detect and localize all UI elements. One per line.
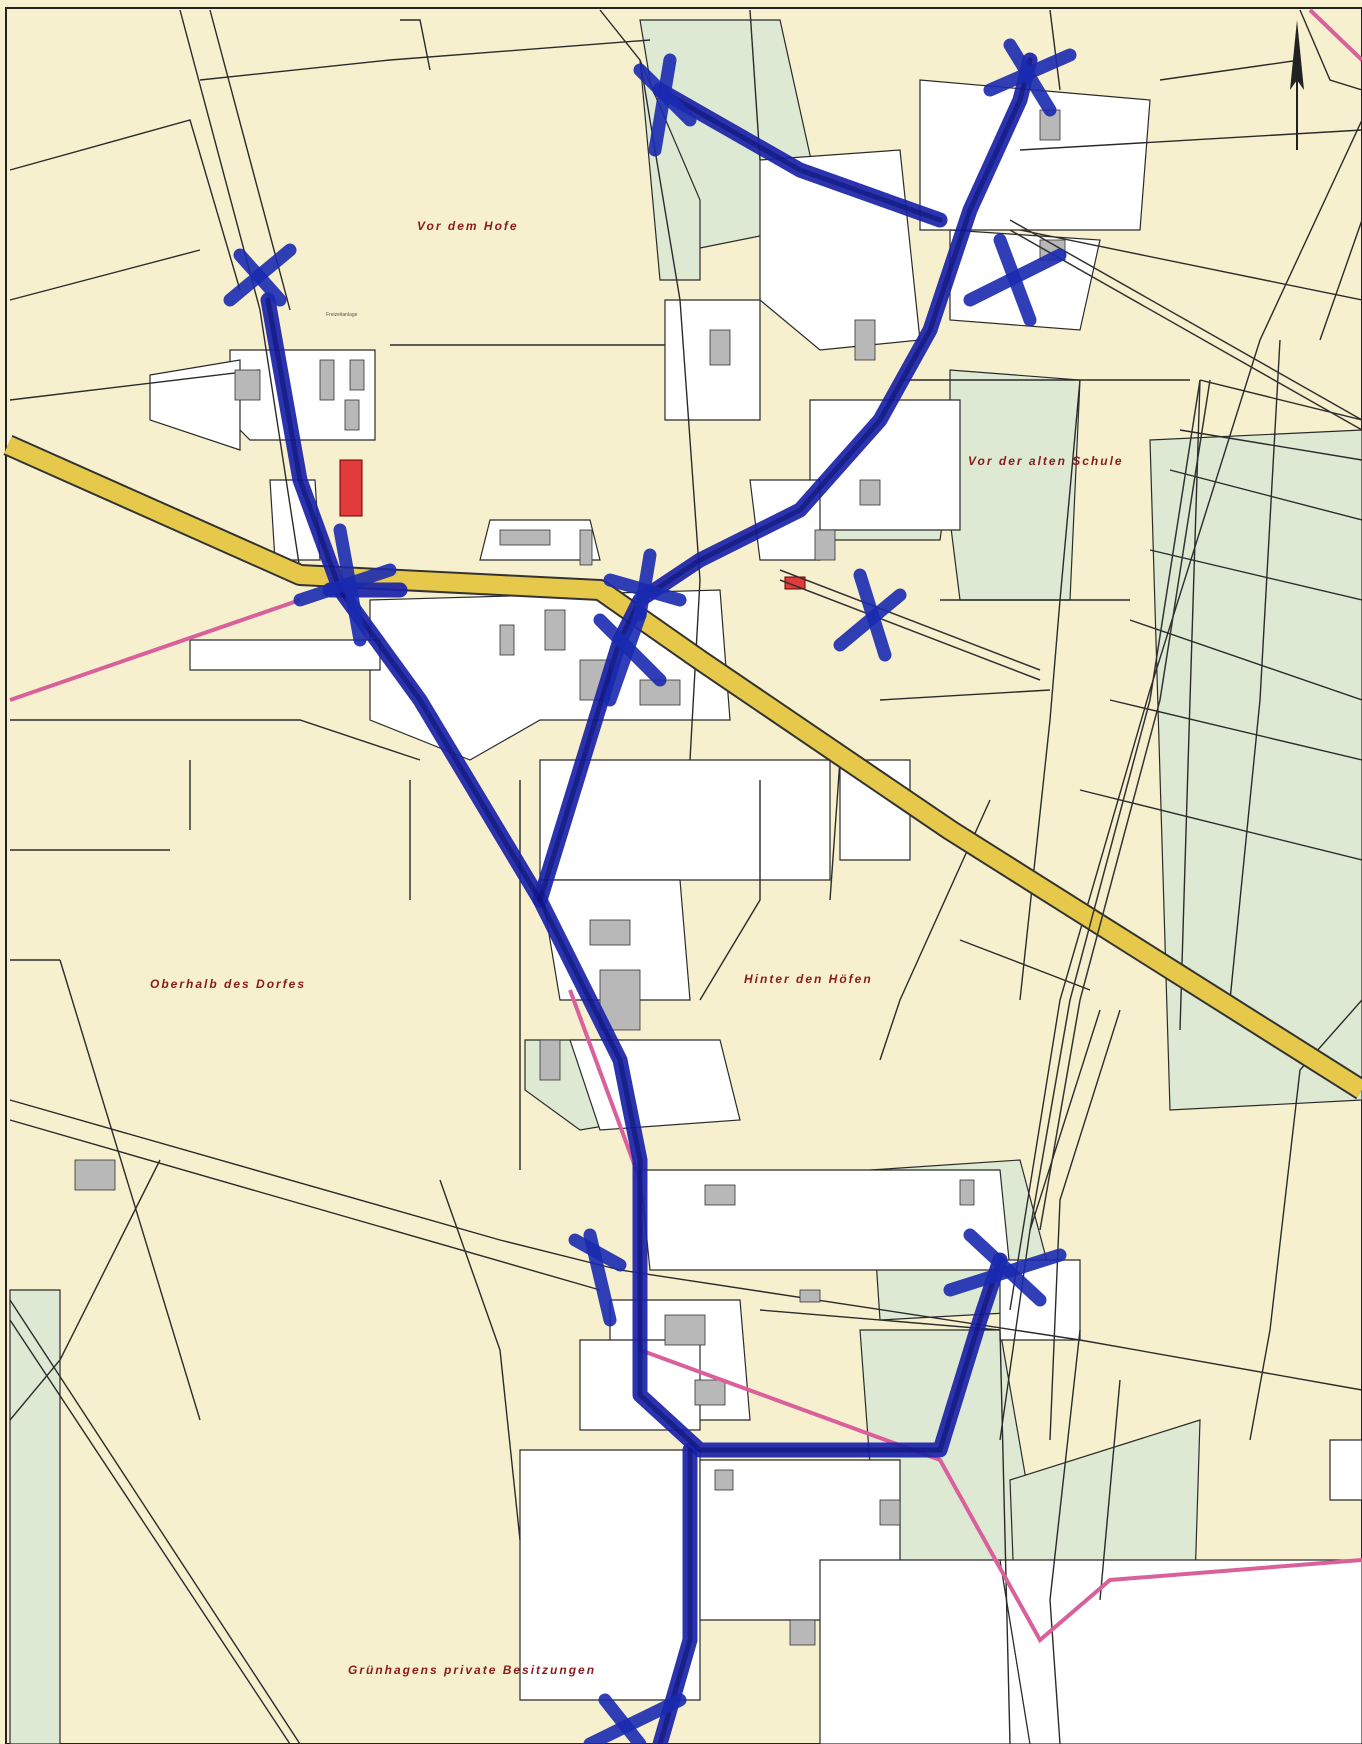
area-label-gruenhagens-private: Grünhagens private Besitzungen <box>348 1663 596 1677</box>
cross-marks <box>223 38 1077 1744</box>
x-mark <box>833 568 907 662</box>
area-label-vor-dem-hofe: Vor dem Hofe <box>417 219 519 233</box>
x-mark <box>568 1228 627 1327</box>
x-mark <box>983 38 1077 117</box>
red-building <box>339 459 363 517</box>
x-mark <box>943 1228 1067 1307</box>
buildings <box>74 109 1066 1646</box>
area-label-hinter-den-hoefen: Hinter den Höfen <box>744 972 873 986</box>
red-building-small <box>784 576 806 590</box>
secondary-roads <box>779 219 1362 1231</box>
x-mark <box>603 548 687 622</box>
label-freizeitanlage: Freizeitanlage <box>326 312 358 318</box>
x-mark <box>593 608 667 707</box>
x-mark <box>963 233 1067 327</box>
x-mark <box>583 1693 687 1744</box>
area-label-oberhalb-des-dorfes: Oberhalb des Dorfes <box>150 977 306 991</box>
x-mark <box>293 523 397 647</box>
parcel-lines <box>9 9 1362 1744</box>
main-road <box>3 434 1362 1100</box>
north-arrow <box>1290 20 1304 150</box>
x-mark <box>633 53 697 157</box>
x-mark <box>223 243 297 307</box>
area-label-vor-der-alten-schule: Vor der alten Schule <box>968 454 1124 468</box>
